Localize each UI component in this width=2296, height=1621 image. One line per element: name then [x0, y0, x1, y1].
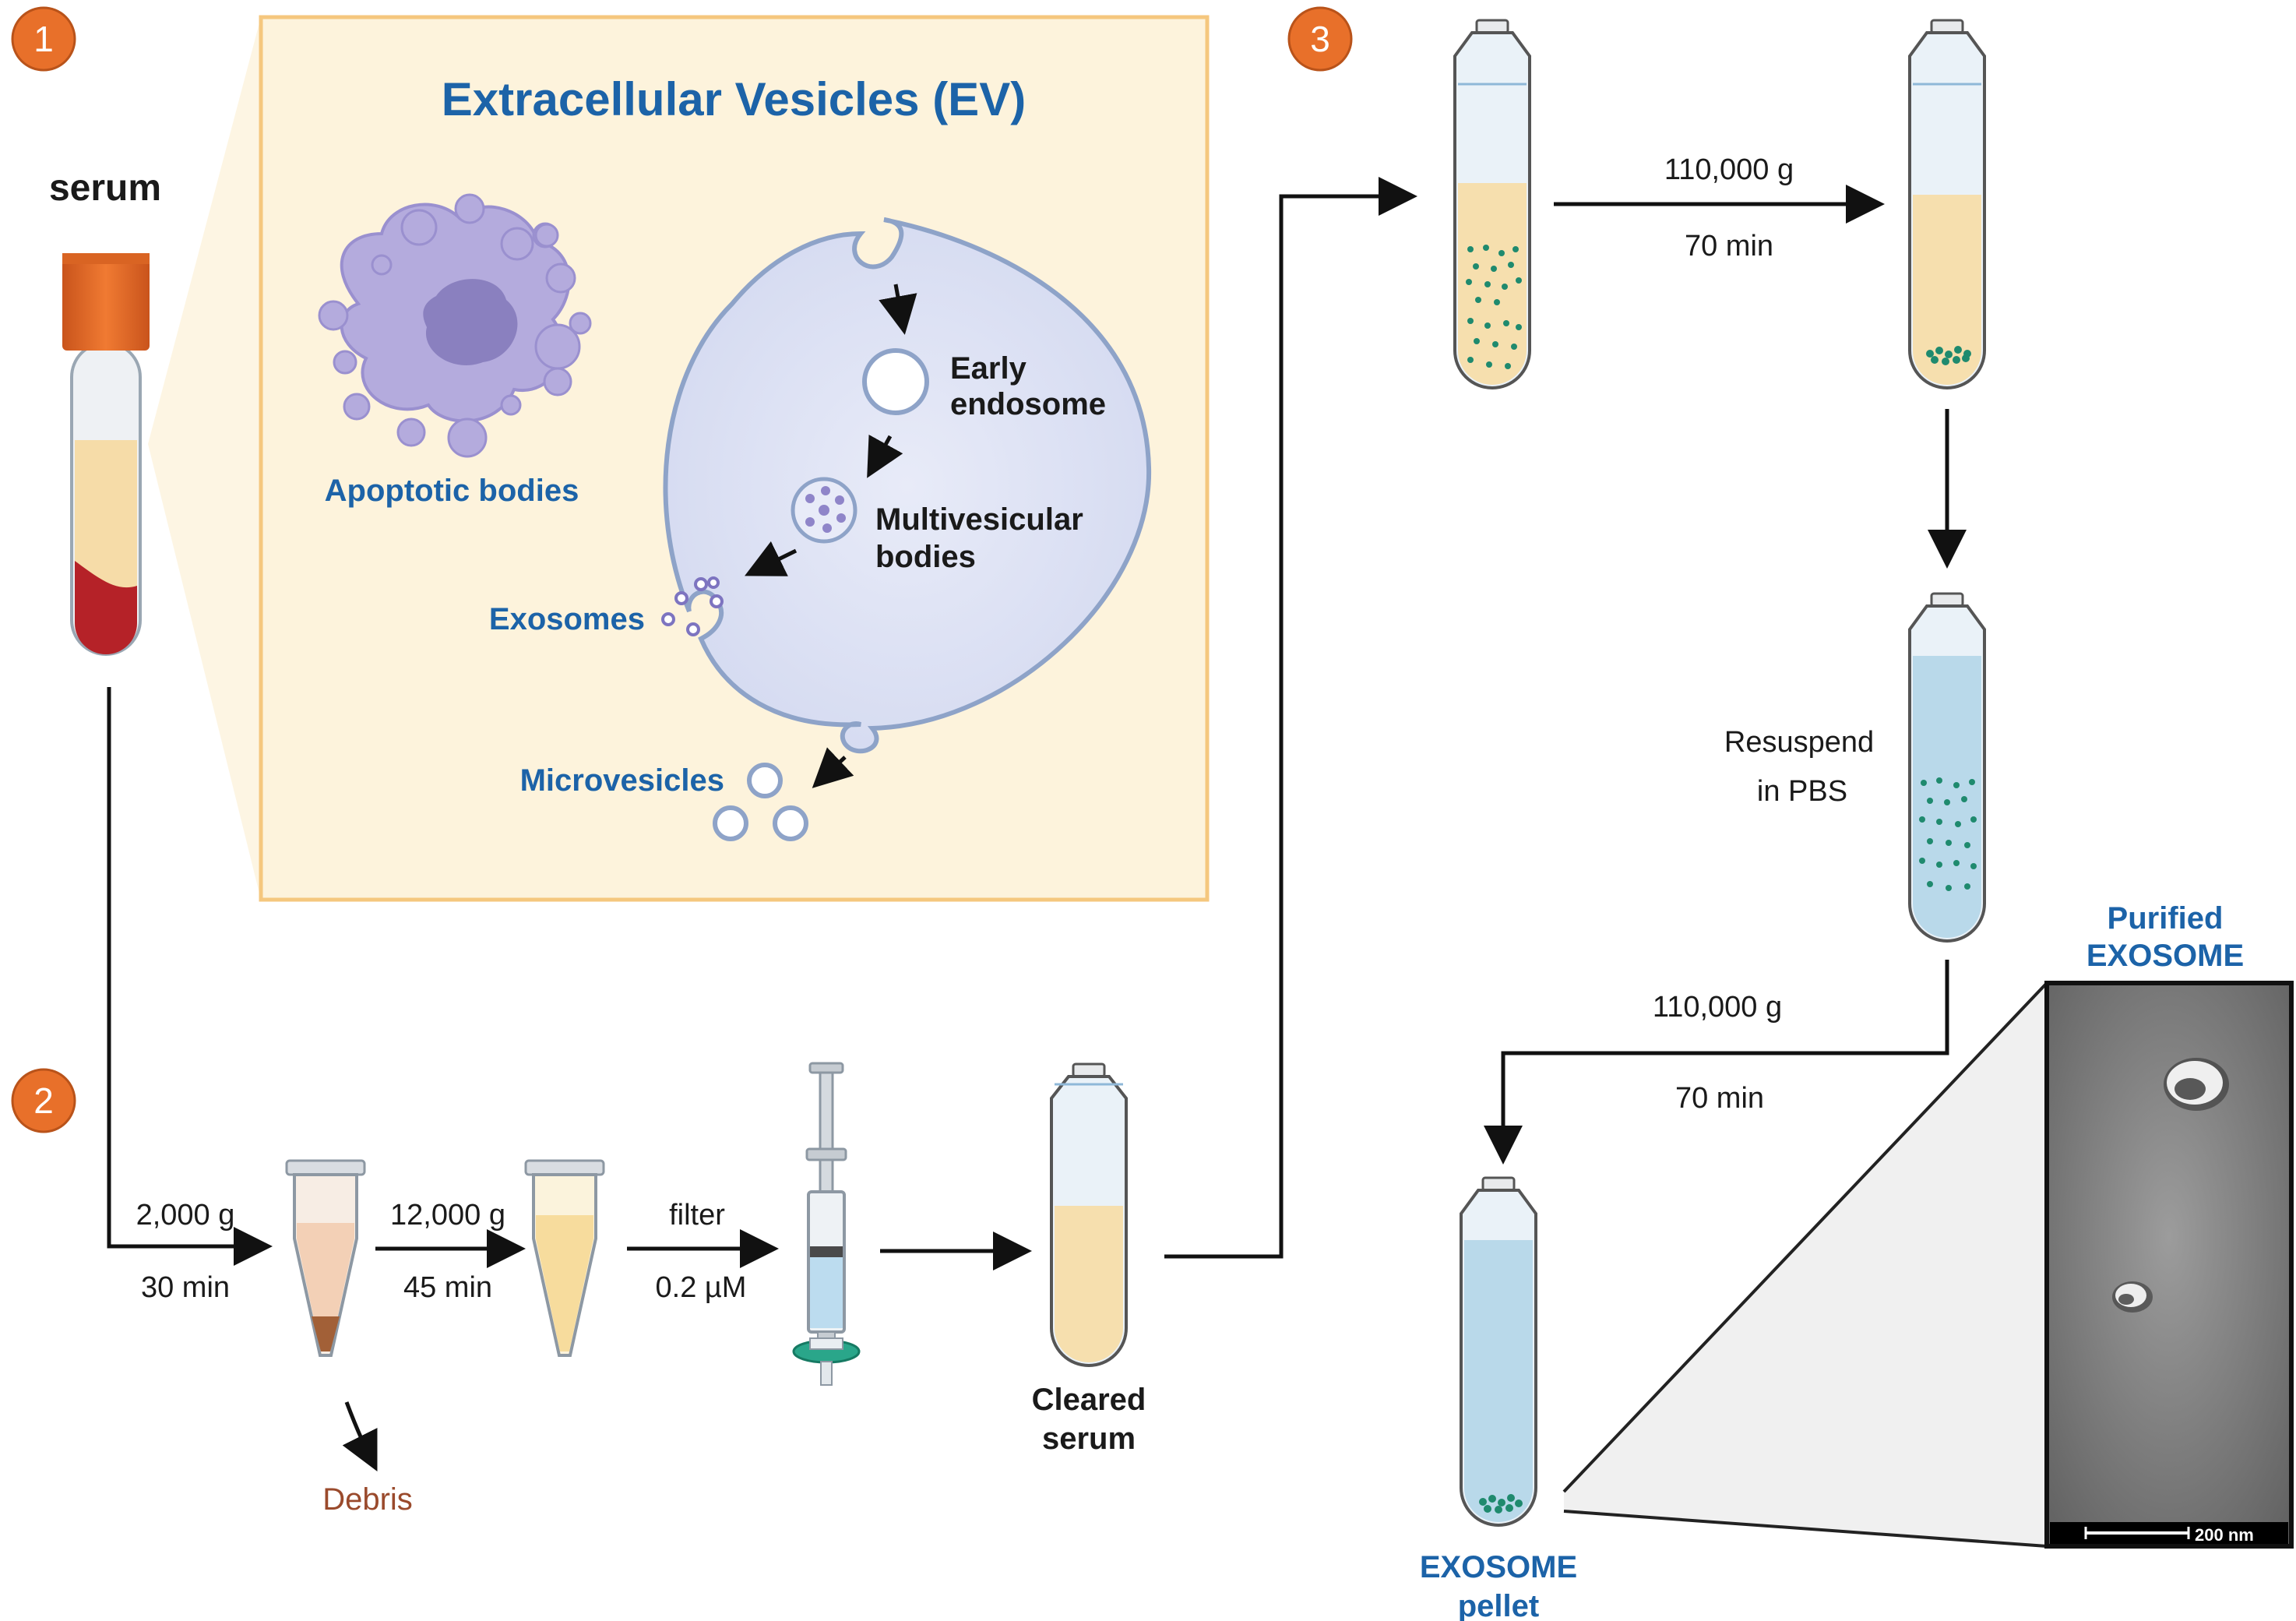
step-1-number: 1	[33, 19, 54, 59]
apoptotic-body-icon	[318, 193, 592, 458]
zoom-line-top	[1562, 981, 2048, 1493]
uc2-force: 110,000 g	[1653, 991, 1782, 1024]
microtube-supernatant-icon	[524, 1159, 605, 1357]
panel-title: Extracellular Vesicles (EV)	[442, 73, 1026, 125]
step-3-badge: 3	[1287, 6, 1353, 72]
step-2-number: 2	[33, 1080, 54, 1121]
early-endosome-label-1: Early	[950, 351, 1027, 386]
uc1-force: 110,000 g	[1664, 153, 1794, 186]
mvb-label-2: bodies	[875, 540, 976, 574]
flow-arrow-to-step3	[1164, 177, 1417, 1259]
uc-tube-2-icon	[1908, 19, 1986, 389]
zoom-cone	[148, 17, 261, 900]
scale-bar-label: 200 nm	[2195, 1525, 2254, 1545]
tem-micrograph-image: 200 nm	[2044, 981, 2294, 1549]
exosomes-label: Exosomes	[489, 602, 645, 636]
flow-arrow-to-step2	[107, 687, 273, 1266]
zoom-line-bottom	[1563, 1510, 2048, 1548]
resuspend-label-1: Resuspend	[1724, 726, 1874, 759]
apoptotic-bodies-label: Apoptotic bodies	[325, 474, 579, 508]
spin1-force: 2,000 g	[136, 1199, 235, 1232]
uc1-time: 70 min	[1685, 230, 1773, 263]
spin2-force: 12,000 g	[390, 1199, 505, 1232]
step-3-number: 3	[1310, 19, 1330, 59]
serum-tube-icon	[62, 253, 150, 656]
filter-label: filter	[669, 1199, 725, 1232]
em-zoom-cone	[1564, 983, 2047, 1546]
syringe-filter-icon	[792, 1062, 861, 1386]
microvesicle-particles	[713, 763, 808, 841]
serum-label: serum	[49, 167, 161, 209]
spin1-time: 30 min	[141, 1271, 230, 1304]
spin2-time: 45 min	[403, 1271, 492, 1304]
exosome-particles	[661, 576, 724, 636]
uc2-arrow	[1484, 960, 1949, 1165]
filter-size: 0.2 µM	[656, 1271, 747, 1304]
early-endosome-label-2: endosome	[950, 387, 1106, 421]
resuspend-label-2: in PBS	[1757, 775, 1847, 808]
debris-arrow	[342, 1401, 378, 1471]
uc2-time: 70 min	[1675, 1082, 1764, 1115]
exosome-particle-small	[2112, 1281, 2153, 1313]
exosome-particle-large	[2164, 1058, 2229, 1111]
step-2-badge: 2	[11, 1068, 76, 1133]
cell-icon	[663, 217, 1152, 788]
pbs-tube-icon	[1908, 592, 1986, 943]
purified-label-1: Purified	[2108, 901, 2224, 936]
step-1-badge: 1	[11, 6, 76, 72]
cleared-label-1: Cleared	[1032, 1383, 1146, 1417]
cleared-serum-tube-icon	[1050, 1062, 1128, 1367]
microtube-debris-icon	[285, 1159, 366, 1357]
pellet-label-1: EXOSOME	[1420, 1550, 1577, 1584]
pellet-label-2: pellet	[1458, 1589, 1539, 1621]
purified-label-2: EXOSOME	[2086, 939, 2244, 973]
exosome-pellet-tube-icon	[1460, 1176, 1537, 1527]
microvesicles-label: Microvesicles	[520, 763, 724, 798]
mvb-label-1: Multivesicular	[875, 502, 1083, 537]
debris-label: Debris	[322, 1482, 413, 1517]
cleared-label-2: serum	[1042, 1422, 1136, 1456]
uc-tube-1-icon	[1453, 19, 1531, 389]
